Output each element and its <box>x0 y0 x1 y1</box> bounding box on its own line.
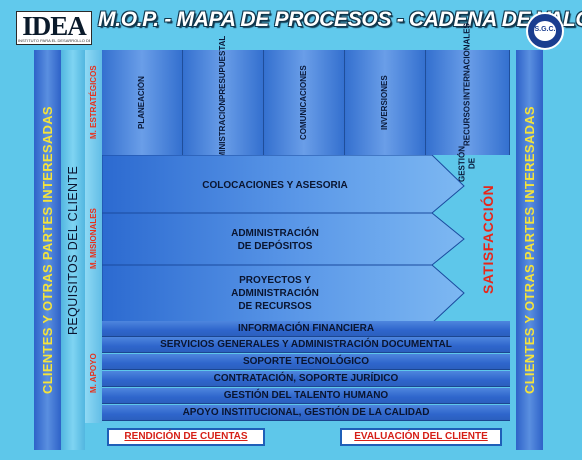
client-evaluation-button[interactable]: EVALUACIÓN DEL CLIENTE <box>340 428 502 446</box>
missional-value-chain <box>102 155 465 323</box>
accountability-button[interactable]: RENDICIÓN DE CUENTAS <box>107 428 265 446</box>
strategic-process-planning: PLANEACIÓN <box>102 50 183 155</box>
missional-process-proyectos: PROYECTOS Y ADMINISTRACIÓN DE RECURSOS <box>231 275 319 312</box>
support-process-bar: GESTIÓN DEL TALENTO HUMANO <box>102 388 510 404</box>
support-process-bar: CONTRATACIÓN, SOPORTE JURÍDICO <box>102 371 510 387</box>
strategic-process-investments: INVERSIONES <box>345 50 426 155</box>
strategic-process-communications: COMUNICACIONES <box>264 50 345 155</box>
strategic-process-label: COMUNICACIONES <box>299 65 308 140</box>
right-stakeholders-label: CLIENTES Y OTRAS PARTES INTERESADAS <box>522 106 537 394</box>
sgc-seal-icon: S.G.C. <box>526 12 564 50</box>
strategic-process-label: GESTIÓN DE RECURSOS INTERNACIONALES <box>457 23 477 182</box>
strategic-macro-label: M. ESTRATÉGICOS <box>89 65 98 140</box>
satisfaction-outcome: SATISFACCIÓN <box>470 155 506 323</box>
logo-subtext: INSTITUTO PARA EL DESARROLLO DE ANTIOQUI… <box>18 38 90 43</box>
page-title: M.O.P. - MAPA DE PROCESOS - CADENA DE VA… <box>98 8 582 31</box>
left-stakeholders-band: CLIENTES Y OTRAS PARTES INTERESADAS <box>34 50 61 450</box>
missional-process-colocaciones: COLOCACIONES Y ASESORIA <box>202 180 348 191</box>
logo-text: IDEA <box>22 11 87 41</box>
missional-macro-label: M. MISIONALES <box>89 208 98 270</box>
requirements-band: REQUISITOS DEL CLIENTE <box>61 50 85 450</box>
support-process-bar: SERVICIOS GENERALES Y ADMINISTRACIÓN DOC… <box>102 337 510 353</box>
missional-macro-column: M. MISIONALES <box>85 155 102 323</box>
support-process-bar: SOPORTE TECNOLÓGICO <box>102 354 510 370</box>
strategic-process-budget: ADMINISTRACIÓN PRESUPUESTAL <box>183 35 264 170</box>
seal-inner: S.G.C. <box>534 21 556 41</box>
chevron-colocaciones <box>102 155 465 214</box>
support-macro-label: M. APOYO <box>89 353 98 393</box>
support-macro-column: M. APOYO <box>85 323 102 423</box>
strategic-macro-column: M. ESTRATÉGICOS <box>85 50 102 155</box>
strategic-process-intl-resources: GESTIÓN DE RECURSOS INTERNACIONALES <box>426 23 510 182</box>
strategic-process-label: INVERSIONES <box>380 75 389 130</box>
idea-logo: IDEA INSTITUTO PARA EL DESARROLLO DE ANT… <box>16 11 92 45</box>
strategic-process-label: PLANEACIÓN <box>137 76 146 129</box>
seal-text: S.G.C. <box>534 26 556 33</box>
left-stakeholders-label: CLIENTES Y OTRAS PARTES INTERESADAS <box>40 106 55 394</box>
requirements-label: REQUISITOS DEL CLIENTE <box>66 165 80 335</box>
chevron-proyectos <box>102 264 465 323</box>
right-stakeholders-band: CLIENTES Y OTRAS PARTES INTERESADAS <box>516 50 543 450</box>
header-bar: IDEA INSTITUTO PARA EL DESARROLLO DE ANT… <box>0 0 582 50</box>
support-process-bar: APOYO INSTITUCIONAL, GESTIÓN DE LA CALID… <box>102 405 510 421</box>
support-process-bar: INFORMACIÓN FINANCIERA <box>102 321 510 337</box>
chevron-depositos <box>102 212 465 266</box>
strategic-process-label: ADMINISTRACIÓN PRESUPUESTAL <box>218 35 227 170</box>
missional-process-depositos: ADMINISTRACIÓN DE DEPÓSITOS <box>231 228 319 252</box>
satisfaction-label: SATISFACCIÓN <box>480 184 496 294</box>
